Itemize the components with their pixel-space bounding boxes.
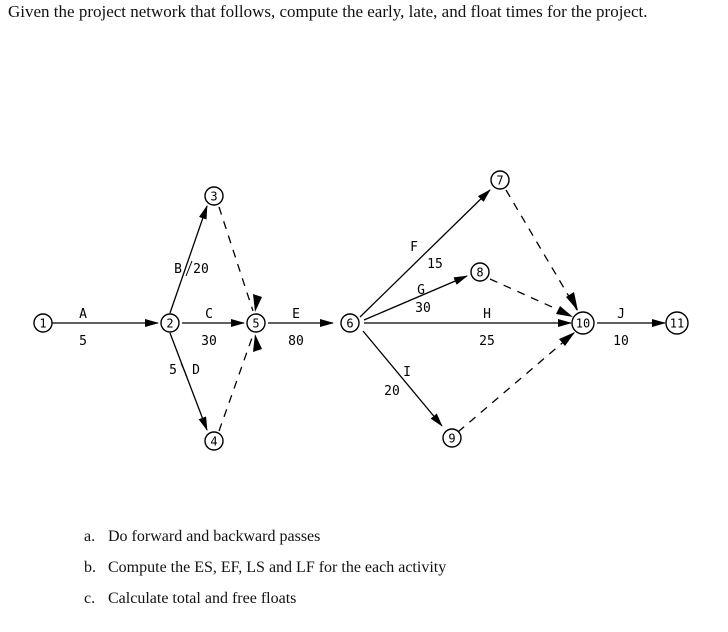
node-4: 4	[204, 431, 224, 451]
node-11-label: 11	[670, 317, 684, 331]
node-5: 5	[246, 313, 266, 333]
node-11: 11	[665, 311, 689, 335]
activity-f-name: F	[410, 240, 418, 255]
node-6: 6	[340, 313, 360, 333]
edge-f	[359, 189, 491, 318]
dummy-arrowhead-9-10	[559, 332, 575, 346]
task-marker: b.	[84, 559, 96, 576]
node-7-label: 7	[496, 174, 503, 188]
activity-b-name: B	[174, 262, 182, 277]
node-2: 2	[160, 313, 180, 333]
activity-g-name: G	[417, 283, 425, 298]
node-2-label: 2	[166, 317, 173, 331]
node-4-label: 4	[210, 435, 217, 449]
dummy-arrowhead-7-10	[566, 292, 578, 311]
dummy-7-10	[505, 189, 578, 311]
node-1: 1	[33, 313, 53, 333]
dummy-3-5	[218, 206, 254, 312]
activity-e-duration: 80	[288, 334, 304, 349]
edge-b	[169, 205, 208, 314]
edge-d	[169, 332, 208, 431]
task-text: Calculate total and free floats	[108, 590, 297, 607]
activity-h-name: H	[483, 307, 491, 322]
dummy-arrowhead-3-5	[253, 294, 262, 312]
task-marker: a.	[84, 528, 96, 545]
question-text: Given the project network that follows, …	[8, 2, 648, 21]
activity-c-name: C	[205, 307, 213, 322]
activity-i-name: I	[403, 365, 411, 380]
node-10-label: 10	[576, 317, 590, 331]
task-marker: c.	[84, 590, 96, 607]
activity-a-name: A	[79, 307, 87, 322]
node-6-label: 6	[346, 317, 353, 331]
activity-f-duration: 15	[427, 257, 443, 272]
activity-a-duration: 5	[79, 334, 87, 349]
node-9-label: 9	[448, 432, 455, 446]
node-3-label: 3	[210, 190, 217, 204]
activity-h-duration: 25	[479, 334, 495, 349]
d-label-slash	[180, 362, 188, 378]
node-5-label: 5	[252, 317, 259, 331]
node-1-label: 1	[39, 317, 46, 331]
task-text: Compute the ES, EF, LS and LF for the ea…	[108, 559, 447, 576]
node-8-label: 8	[476, 266, 483, 280]
activity-c-duration: 30	[201, 334, 217, 349]
node-10: 10	[571, 311, 595, 335]
activity-d-duration: 5	[169, 363, 177, 378]
dummy-arrowhead-8-10	[556, 306, 573, 317]
node-8: 8	[470, 262, 490, 282]
activity-e-name: E	[292, 307, 300, 322]
node-9: 9	[442, 428, 462, 448]
edge-g	[363, 275, 468, 321]
edge-i	[362, 330, 443, 427]
node-3: 3	[204, 186, 224, 206]
dummy-4-5	[218, 334, 254, 432]
activity-j-duration: 10	[613, 334, 629, 349]
activity-d-name: D	[192, 363, 200, 378]
task-text: Do forward and backward passes	[108, 528, 321, 545]
dummy-9-10	[457, 332, 575, 433]
b-label-slash	[185, 260, 193, 277]
dummy-arrowhead-4-5	[253, 334, 262, 352]
activity-i-duration: 20	[384, 384, 400, 399]
node-7: 7	[490, 170, 510, 190]
activity-g-duration: 30	[415, 301, 431, 316]
activity-b-duration: 20	[193, 262, 209, 277]
activity-j-name: J	[617, 307, 625, 322]
